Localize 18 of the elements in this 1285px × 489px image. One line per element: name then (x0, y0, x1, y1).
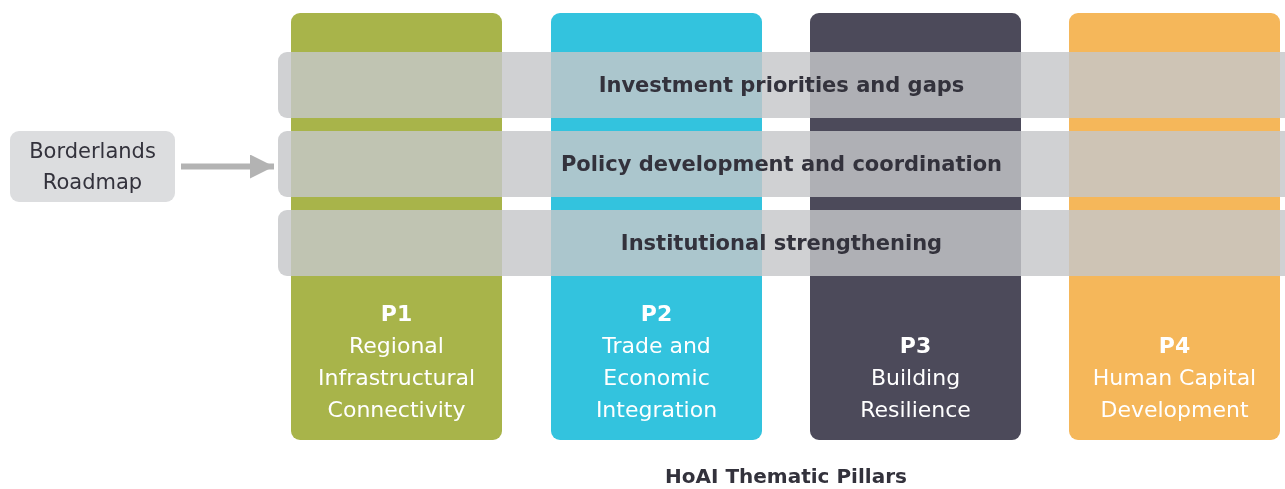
arrow (181, 154, 274, 179)
overlay-band (278, 131, 1285, 197)
band-label: Investment priorities and gaps (598, 73, 965, 97)
source-box (10, 131, 175, 202)
pillar-code: P2 (639, 300, 674, 328)
overlay-band (278, 210, 1285, 276)
pillar-title: Human Capital Development (1091, 364, 1258, 424)
pillar-code: P1 (379, 300, 414, 328)
band-label: Policy development and coordination (560, 152, 1002, 176)
pillar-title: Trade and Economic Integration (594, 332, 719, 424)
overlay-band (278, 52, 1285, 118)
source-label: Borderlands Roadmap (28, 137, 157, 196)
pillar-code: P3 (898, 332, 933, 360)
pillar-title: Building Resilience (859, 364, 972, 424)
pillar-title: Regional Infrastructural Connectivity (316, 332, 477, 424)
pillar-code: P4 (1157, 332, 1192, 360)
band-label: Institutional strengthening (620, 231, 943, 255)
caption: HoAI Thematic Pillars (664, 464, 908, 488)
